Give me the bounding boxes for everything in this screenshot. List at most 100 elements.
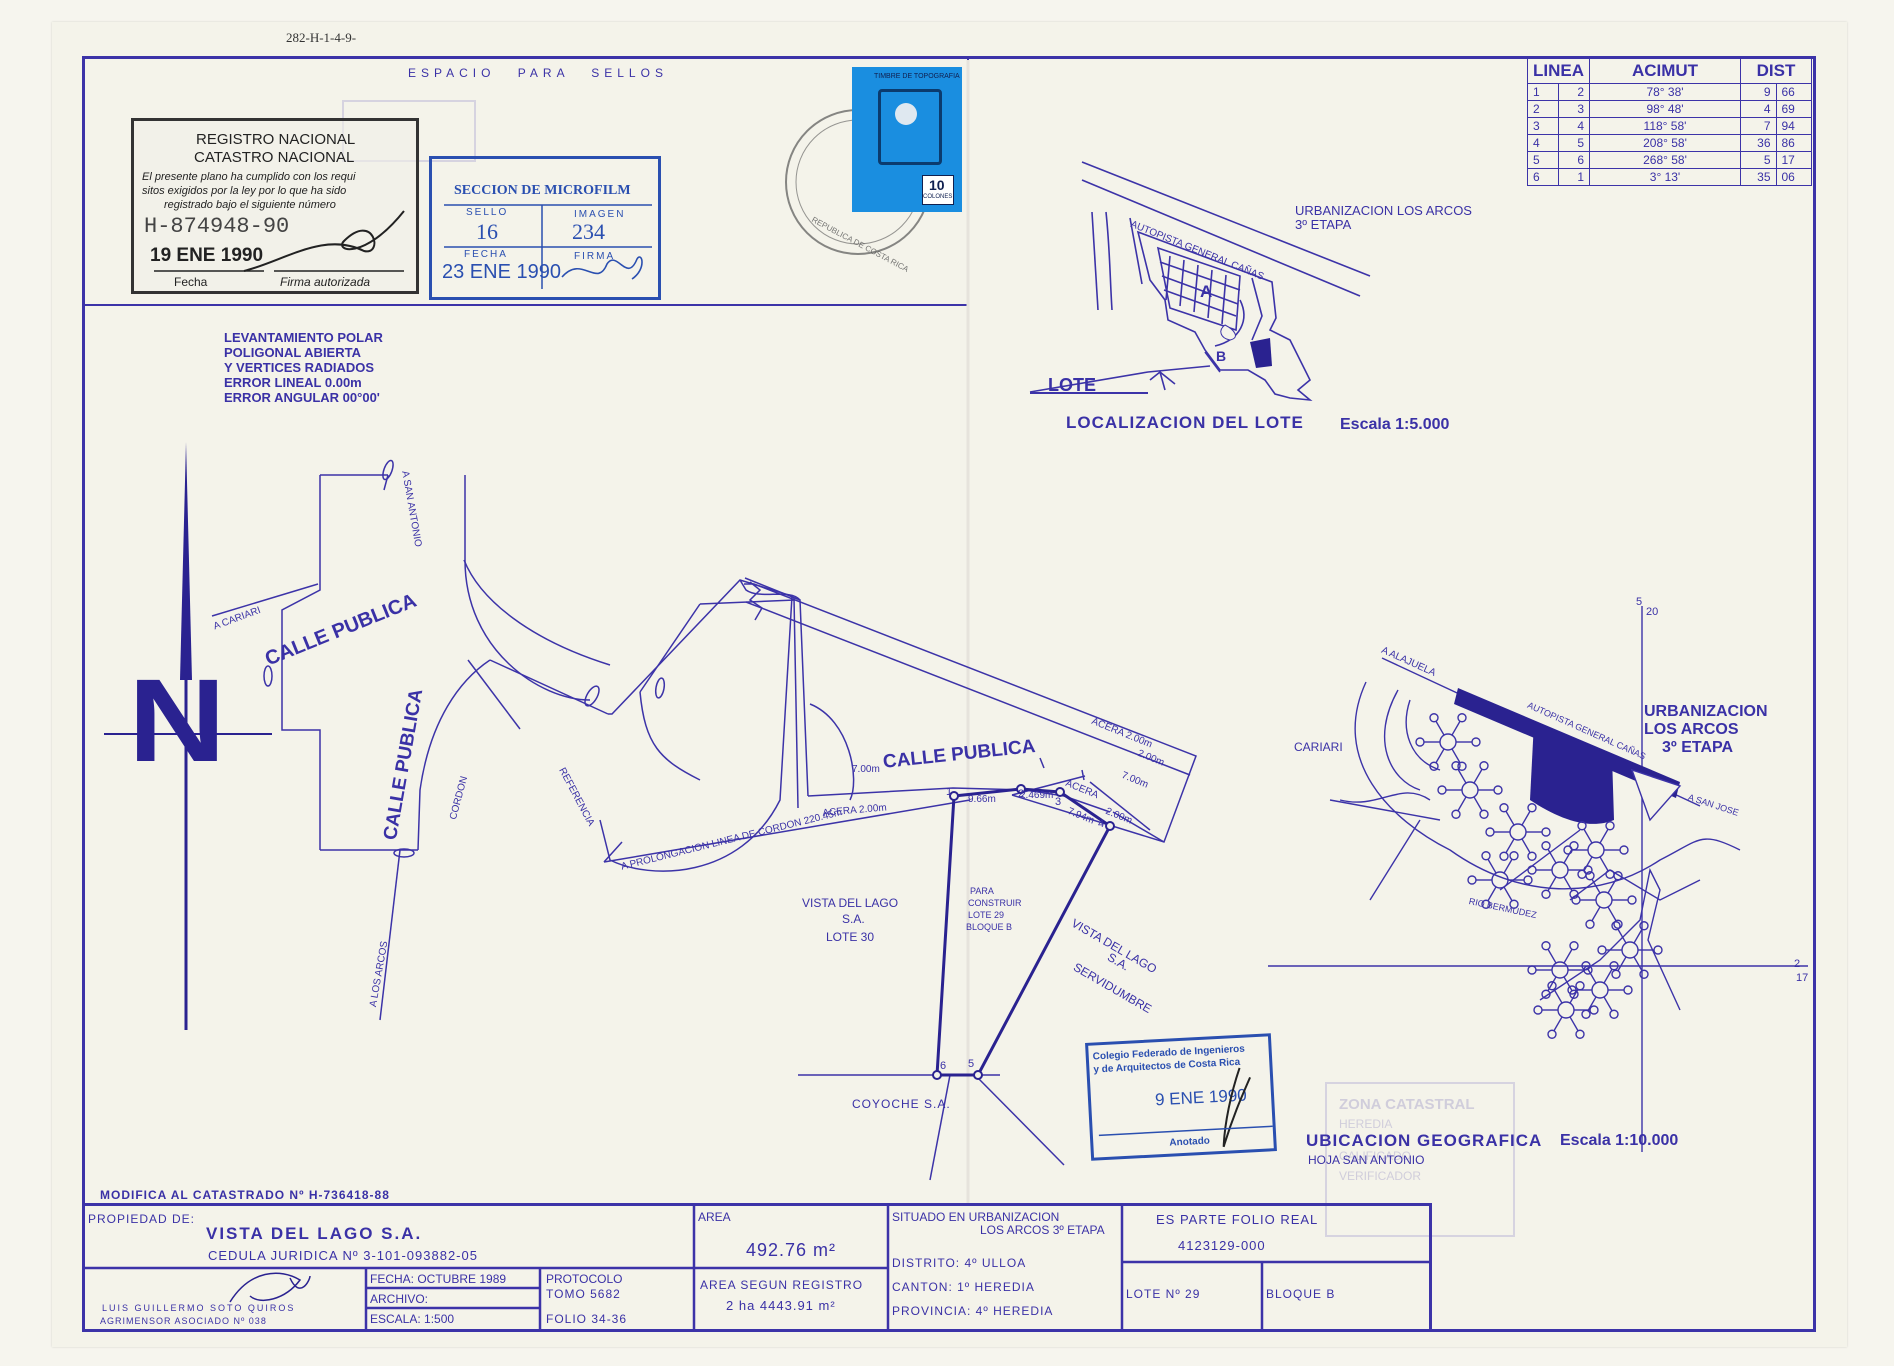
plan-dim-700-a: 7.00m [852, 764, 880, 775]
tb-folio-value: 4123129-000 [1178, 1238, 1266, 1253]
geo-street [1563, 976, 1573, 992]
plan-para-1: PARA [970, 886, 994, 896]
registry-stamp-line1: REGISTRO NACIONAL [196, 131, 356, 148]
registry-stamp-body1: El presente plano ha cumplido con los re… [142, 171, 356, 183]
geo-cul-de-sac [1581, 961, 1591, 971]
geo-cul-de-sac [1499, 803, 1509, 813]
geo-street [1587, 968, 1597, 984]
tax-stamp-unit: COLONES [923, 194, 953, 200]
geo-street [1457, 768, 1467, 784]
geo-cul-de-sac [1541, 841, 1551, 851]
geo-street [1633, 928, 1643, 944]
geo-cul-de-sac [1563, 845, 1573, 855]
tb-fecha: FECHA: OCTUBRE 1989 [370, 1272, 507, 1286]
header-dist: DIST [1740, 58, 1812, 84]
tb-cedula: CEDULA JURIDICA Nº 3-101-093882-05 [208, 1248, 478, 1263]
geo-cul-de-sac [1471, 737, 1481, 747]
ghost-stamp-line3: CALIFICADO [1339, 1149, 1412, 1163]
colegio-stamp: Colegio Federado de Ingenieros y de Arqu… [1085, 1033, 1277, 1161]
tb-bloque: BLOQUE B [1266, 1287, 1336, 1301]
geo-street [1583, 856, 1593, 872]
faint-stamp-right: ZONA CATASTRAL HEREDIA CALIFICADO VERIFI… [1325, 1082, 1515, 1237]
plan-point-6: 6 [940, 1060, 947, 1072]
geo-cul-de-sac [1527, 851, 1537, 861]
geo-street [1473, 796, 1483, 812]
microfilm-stamp: SECCION DE MICROFILM SELLO IMAGEN 16 234… [429, 156, 661, 300]
geo-cul-de-sac [1589, 1005, 1599, 1015]
geo-street [1603, 996, 1613, 1012]
geo-street [1553, 1016, 1563, 1032]
geo-street [1547, 876, 1557, 892]
geo-cul-de-sac [1653, 945, 1663, 955]
registry-signature [154, 210, 405, 272]
geo-cul-de-sac [1639, 921, 1649, 931]
geo-cul-de-sac [1541, 827, 1551, 837]
geo-cul-de-sac [1541, 889, 1551, 899]
geo-cul-de-sac [1509, 899, 1519, 909]
geo-street [1633, 956, 1643, 972]
azimuth-cell-azimut: 208° 58' [1589, 134, 1741, 152]
location-label-b: B [1216, 348, 1227, 364]
geo-cul-de-sac [1567, 985, 1577, 995]
plan-para-4: BLOQUE B [966, 922, 1013, 932]
geo-street [1473, 768, 1483, 784]
geo-title: UBICACION GEOGRAFICA [1306, 1131, 1543, 1150]
geo-cul-de-sac [1481, 899, 1491, 909]
geo-cul-de-sac [1451, 761, 1461, 771]
geo-cul-de-sac [1457, 761, 1467, 771]
tb-propiedad-label: PROPIEDAD DE: [88, 1212, 196, 1226]
geo-cul-de-sac [1575, 981, 1585, 991]
geo-cul-de-sac [1533, 1005, 1543, 1015]
plan-point-3: 3 [1055, 796, 1062, 808]
geo-street [1617, 956, 1627, 972]
geo-coord-right-a: 2 [1794, 958, 1801, 970]
colegio-signature [1098, 1067, 1273, 1148]
geo-cul-de-sac [1611, 969, 1621, 979]
plan-dim-966: 9.66m [968, 794, 996, 805]
microfilm-firma-label: FIRMA [574, 251, 616, 262]
geo-street [1547, 848, 1557, 864]
geo-street [1505, 838, 1515, 854]
geo-street [1569, 988, 1579, 1004]
geo-cariari: CARIARI [1294, 740, 1343, 754]
registry-stamp: REGISTRO NACIONAL CATASTRO NACIONAL El p… [131, 118, 419, 294]
geo-street [1607, 906, 1617, 922]
geo-street [1591, 878, 1601, 894]
geo-cul-de-sac [1623, 985, 1633, 995]
registry-stamp-line2: CATASTRO NACIONAL [194, 149, 355, 166]
plan-vista-lago-1: VISTA DEL LAGO [802, 896, 899, 910]
geo-cul-de-sac [1415, 737, 1425, 747]
geo-street [1451, 720, 1461, 736]
geo-cul-de-sac [1541, 941, 1551, 951]
azimuth-cell-d2: 86 [1775, 134, 1812, 152]
microfilm-date: 23 ENE 1990 [442, 261, 561, 283]
geo-street [1505, 810, 1515, 826]
geo-street [1607, 878, 1617, 894]
geo-cul-de-sac [1613, 919, 1623, 929]
ghost-stamp-line4: VERIFICADOR [1339, 1169, 1422, 1183]
tax-stamp: TIMBRE DE TOPOGRAFIA 10 COLONES [852, 67, 962, 212]
geo-street [1563, 848, 1573, 864]
location-scale: Escala 1:5.000 [1340, 416, 1450, 433]
location-urbanization: URBANIZACION LOS ARCOS [1295, 203, 1472, 218]
tb-escala: ESCALA: 1:500 [370, 1312, 455, 1326]
geo-cul-de-sac [1627, 895, 1637, 905]
geo-street [1457, 796, 1467, 812]
geo-cul-de-sac [1547, 1029, 1557, 1039]
plan-point-5: 5 [968, 1058, 975, 1070]
tb-provincia: PROVINCIA: 4º HEREDIA [892, 1304, 1054, 1318]
plan-point-4: 4 [1098, 818, 1105, 830]
geo-cul-de-sac [1597, 945, 1607, 955]
azimuth-cell-azimut: 3° 13' [1589, 168, 1741, 186]
geo-cul-de-sac [1467, 875, 1477, 885]
geo-street [1521, 810, 1531, 826]
reference-number: 282-H-1-4-9- [286, 30, 357, 45]
geo-street [1435, 720, 1445, 736]
tb-propietario: VISTA DEL LAGO S.A. [206, 1224, 423, 1243]
ghost-stamp-line1: ZONA CATASTRAL [1339, 1096, 1475, 1113]
registry-stamp-fecha-label: Fecha [174, 275, 208, 289]
